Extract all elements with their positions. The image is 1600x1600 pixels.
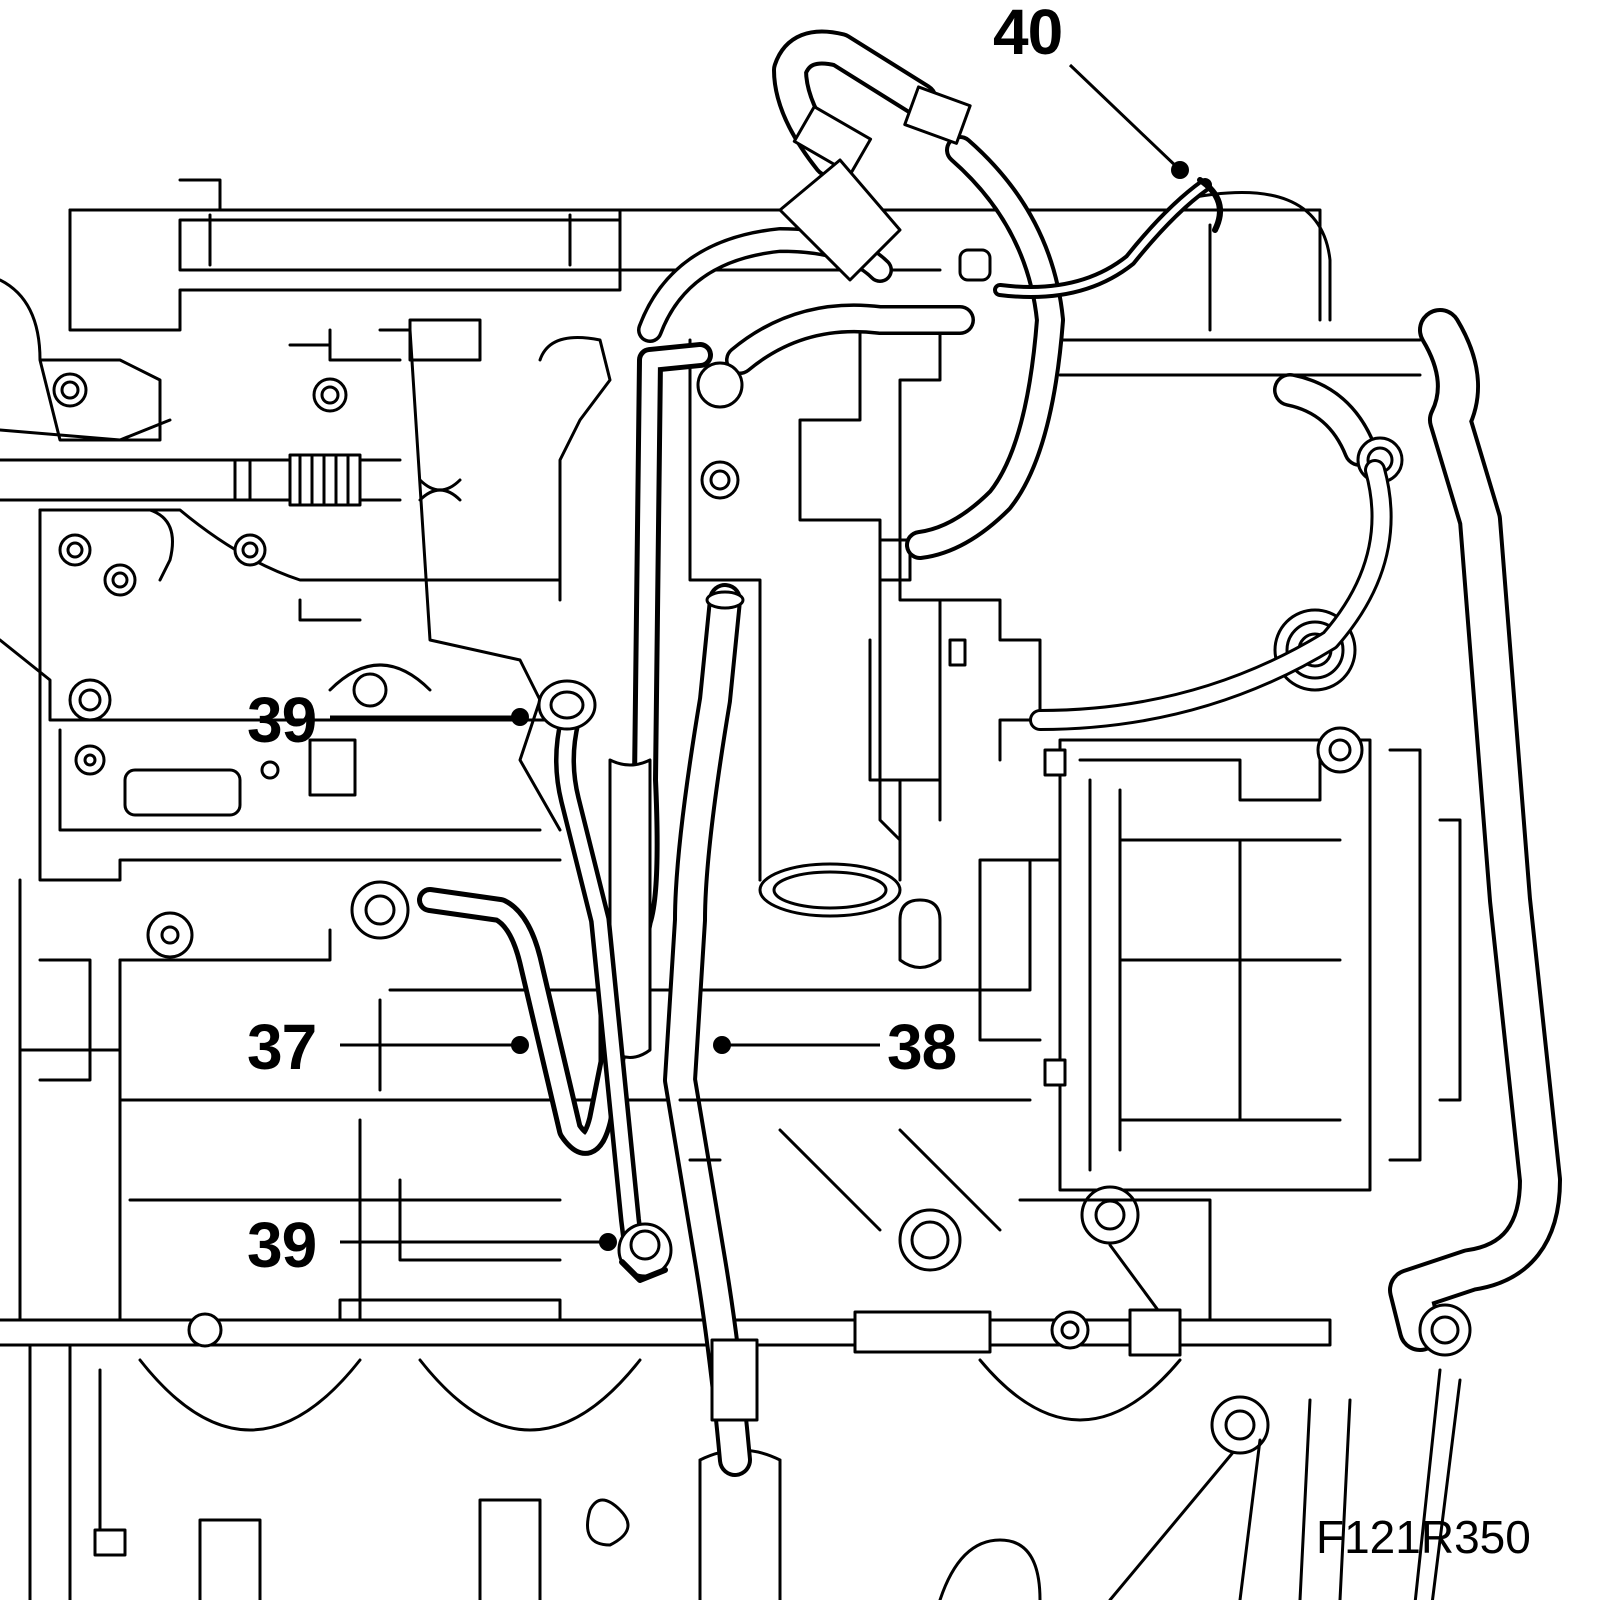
- coolant-hose: [1273, 308, 1562, 1357]
- leader-dot-37: [511, 1036, 529, 1054]
- leader-dot-38: [713, 1036, 731, 1054]
- oil-sump: [0, 1308, 1462, 1600]
- figure-code: F121R350: [1316, 1511, 1531, 1563]
- oil-return-hose-38: [663, 583, 759, 1477]
- fuel-rail: [0, 338, 1422, 507]
- callout-leaders: [330, 63, 1189, 1251]
- leader-dot-39-upper: [511, 708, 529, 726]
- turbocharger: [328, 318, 612, 832]
- callout-38: 38: [887, 1011, 957, 1083]
- leader-dot-40: [1171, 161, 1189, 179]
- leader-40: [1068, 63, 1182, 172]
- callout-37: 37: [247, 1011, 317, 1083]
- callout-39-upper: 39: [247, 684, 317, 756]
- left-bracket: [0, 278, 562, 959]
- vacuum-hose: [637, 227, 1393, 731]
- drain-pipe-39: [537, 679, 673, 1283]
- breather-hose: [772, 29, 1223, 560]
- egr-valve: [868, 598, 1042, 782]
- callout-40: 40: [993, 0, 1063, 68]
- leader-dot-39-lower: [599, 1233, 617, 1251]
- oil-pipe-37: [350, 342, 744, 1156]
- callout-39-lower: 39: [247, 1209, 317, 1281]
